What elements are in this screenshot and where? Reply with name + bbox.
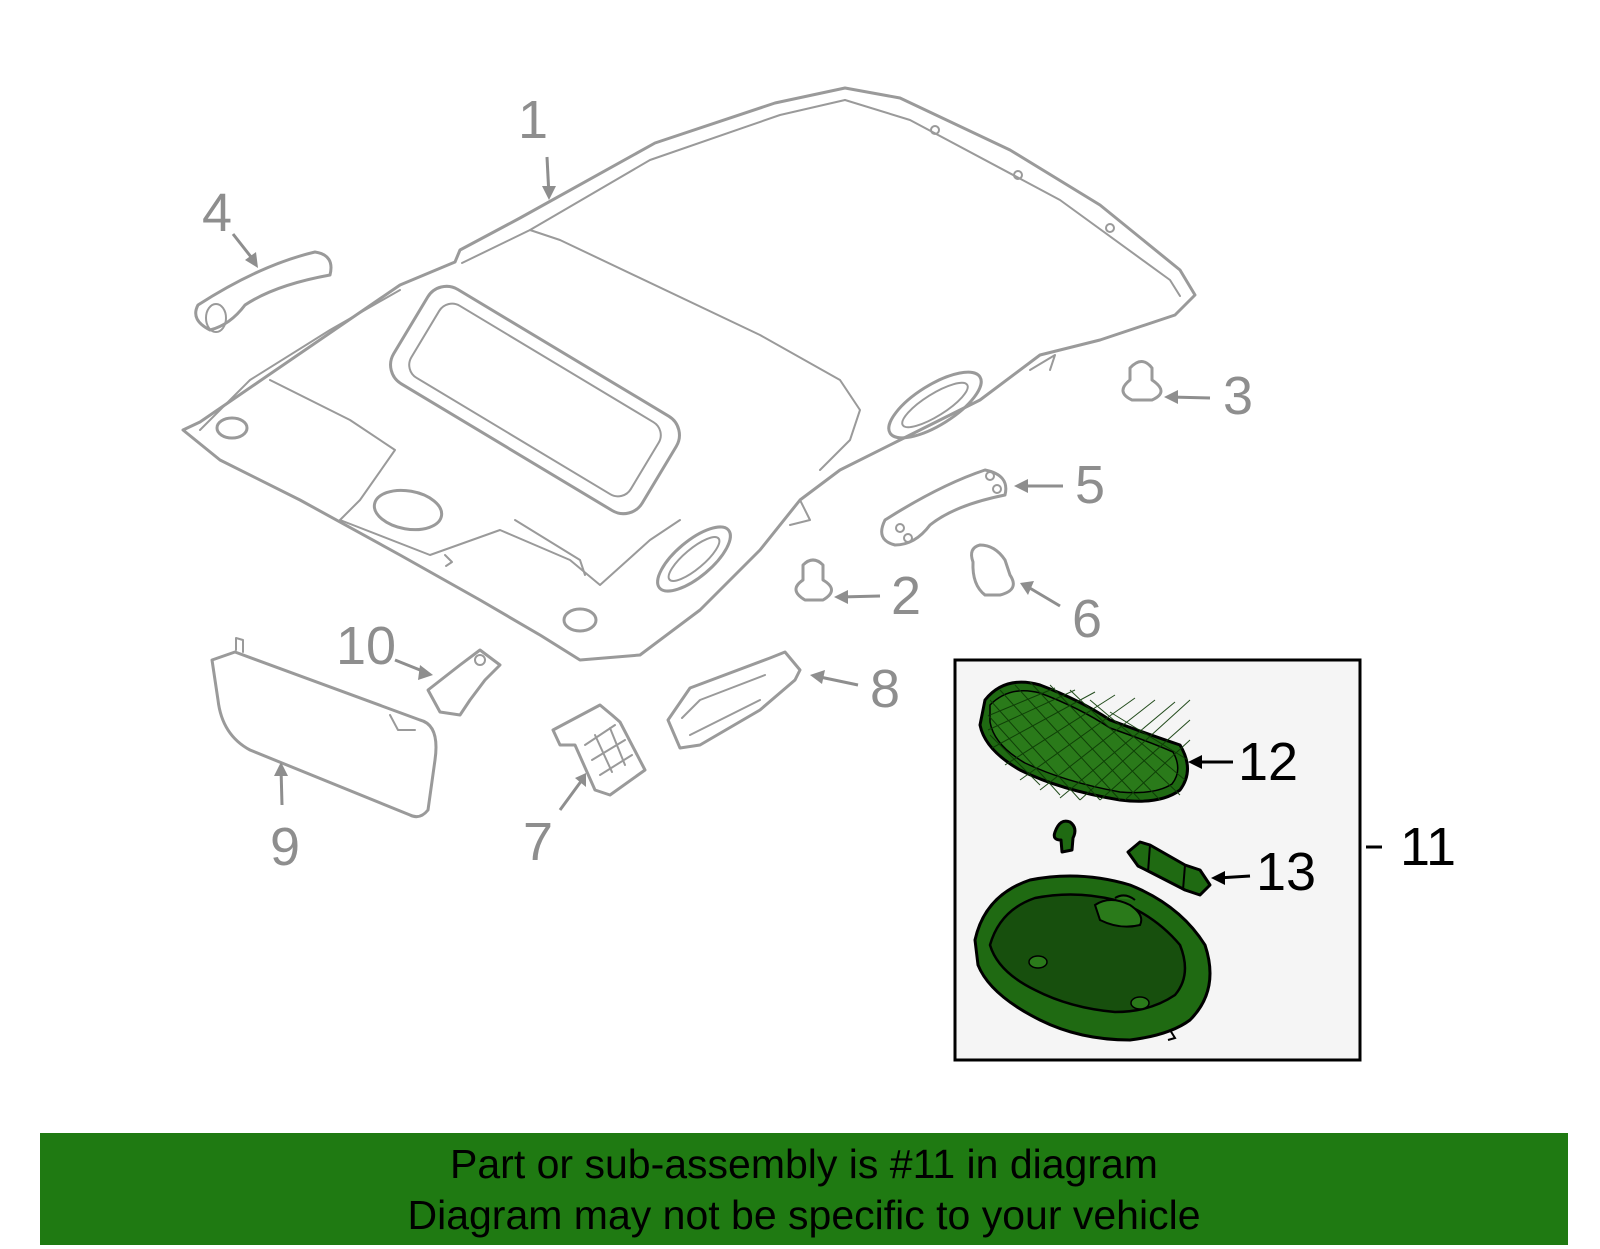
callout-2: 2 — [834, 566, 921, 626]
svg-text:2: 2 — [891, 566, 921, 626]
callout-12: 12 — [1188, 732, 1298, 792]
sun-visor-part-9 — [210, 637, 438, 819]
svg-text:5: 5 — [1075, 455, 1105, 515]
inset-box-part-11 — [953, 658, 1362, 1062]
callout-1: 1 — [518, 90, 556, 200]
disclaimer-banner: Part or sub-assembly is #11 in diagram D… — [40, 1133, 1568, 1245]
clip-part-2 — [794, 558, 833, 602]
callout-13: 13 — [1211, 842, 1316, 902]
svg-text:7: 7 — [523, 812, 553, 872]
clip-part-3 — [1121, 360, 1163, 402]
banner-line-1: Part or sub-assembly is #11 in diagram — [450, 1141, 1158, 1187]
callout-6: 6 — [1020, 581, 1102, 649]
svg-text:6: 6 — [1072, 589, 1102, 649]
lens-part-12 — [978, 680, 1191, 803]
svg-text:10: 10 — [336, 616, 396, 676]
callout-7: 7 — [523, 773, 586, 872]
lamp-housing — [973, 874, 1212, 1042]
banner-line-2: Diagram may not be specific to your vehi… — [407, 1192, 1201, 1238]
bracket-part-7 — [551, 703, 647, 797]
svg-text:11: 11 — [1400, 817, 1456, 877]
grab-handle-part-4 — [194, 250, 333, 333]
callout-9: 9 — [270, 762, 300, 877]
headliner-part — [181, 86, 1197, 662]
callout-10: 10 — [336, 616, 433, 680]
svg-text:12: 12 — [1238, 732, 1298, 792]
clip-part-6 — [970, 543, 1015, 597]
clip-small — [1052, 819, 1077, 854]
bracket-part-10 — [426, 648, 502, 717]
callout-8: 8 — [810, 659, 900, 719]
callout-3: 3 — [1164, 366, 1253, 426]
svg-text:13: 13 — [1256, 842, 1316, 902]
bulb-part-13 — [1126, 840, 1212, 897]
console-part-8 — [666, 650, 802, 750]
callout-11: 11 — [1366, 817, 1456, 877]
callout-5: 5 — [1014, 455, 1105, 515]
svg-text:9: 9 — [270, 817, 300, 877]
grab-handle-part-5 — [880, 468, 1008, 547]
callout-4: 4 — [202, 183, 258, 268]
svg-text:1: 1 — [518, 90, 548, 150]
svg-text:3: 3 — [1223, 366, 1253, 426]
svg-text:8: 8 — [870, 659, 900, 719]
svg-text:4: 4 — [202, 183, 232, 243]
